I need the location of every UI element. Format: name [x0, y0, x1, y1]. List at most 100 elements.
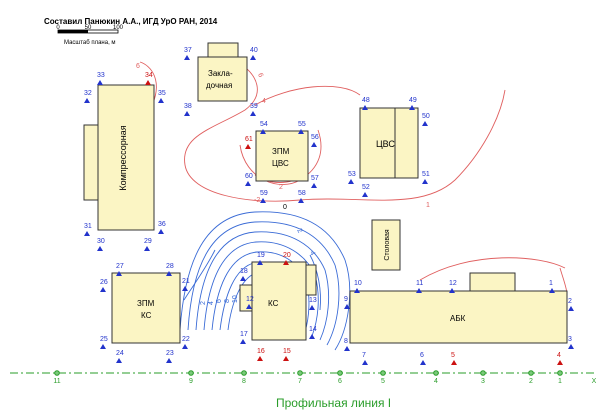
point-label: 57: [311, 175, 319, 182]
point-marker: [100, 287, 106, 292]
point-label: 61: [245, 136, 253, 143]
point-marker: [250, 111, 256, 116]
point-marker: [84, 231, 90, 236]
zpm-ks-label-1: ЗПМ: [137, 299, 155, 308]
point-label: 50: [422, 113, 430, 120]
point-marker: [246, 304, 252, 309]
profile-station-label: 8: [242, 378, 246, 385]
point-marker: [451, 360, 457, 365]
point-marker: [344, 304, 350, 309]
point-label: 48: [362, 97, 370, 104]
profile-station-marker: [480, 370, 486, 376]
profile-station-label: 4: [434, 378, 438, 385]
zakladochnaya-label-1: Закла-: [208, 69, 233, 78]
point-marker: [97, 80, 103, 85]
isoline-label: 10: [232, 295, 239, 303]
point-marker: [283, 356, 289, 361]
point-label: 54: [260, 121, 268, 128]
point-label: 30: [97, 238, 105, 245]
profile-station-marker: [557, 370, 563, 376]
point-marker: [184, 111, 190, 116]
point-marker: [344, 346, 350, 351]
point-marker: [362, 105, 368, 110]
point-marker: [298, 198, 304, 203]
profile-station-marker: [297, 370, 303, 376]
profile-station-label: 3: [481, 378, 485, 385]
point-marker: [422, 121, 428, 126]
point-label: 56: [311, 134, 319, 141]
stolovaya-building: [371, 219, 401, 271]
point-marker: [449, 288, 455, 293]
isoline-label: 0: [283, 204, 287, 211]
scale-tick-0: 0: [56, 25, 60, 31]
point-marker: [97, 246, 103, 251]
point-label: 31: [84, 223, 92, 230]
point-marker: [260, 129, 266, 134]
point-marker: [283, 260, 289, 265]
isoline-label: 1: [426, 202, 430, 209]
point-marker: [240, 276, 246, 281]
point-marker: [158, 229, 164, 234]
point-marker: [309, 305, 315, 310]
scale-tick-50: 50: [85, 25, 92, 31]
point-label: 15: [283, 348, 291, 355]
profile-station-marker: [433, 370, 439, 376]
point-marker: [568, 344, 574, 349]
profile-station-marker: [337, 370, 343, 376]
point-marker: [568, 306, 574, 311]
point-marker: [245, 181, 251, 186]
zpm-cvs-label-1: ЗПМ: [272, 147, 290, 156]
point-label: 12: [449, 280, 457, 287]
point-marker: [557, 360, 563, 365]
profile-station-marker: [54, 370, 60, 376]
isoline-label: 8: [224, 299, 231, 303]
point-label: 17: [240, 331, 248, 338]
point-label: 40: [250, 47, 258, 54]
kompressornaya-annex: [83, 124, 99, 201]
profile-station-label: 1: [558, 378, 562, 385]
point-label: 51: [422, 171, 430, 178]
abk-building: [349, 290, 568, 344]
buildings: [83, 42, 568, 344]
point-marker: [240, 339, 246, 344]
point-marker: [250, 55, 256, 60]
profile-station-label: 6: [338, 378, 342, 385]
point-label: 9: [344, 296, 348, 303]
point-label: 59: [260, 190, 268, 197]
isoline-label: -2: [254, 197, 260, 204]
point-marker: [100, 344, 106, 349]
point-label: 29: [144, 238, 152, 245]
point-marker: [144, 246, 150, 251]
point-marker: [116, 358, 122, 363]
isoline-label: 6: [136, 63, 140, 70]
point-label: 2: [568, 298, 572, 305]
point-marker: [549, 288, 555, 293]
point-label: 39: [250, 103, 258, 110]
point-marker: [166, 358, 172, 363]
point-marker: [348, 179, 354, 184]
point-label: 27: [116, 263, 124, 270]
isoline-label: 4: [262, 98, 266, 105]
point-label: 19: [257, 252, 265, 259]
scale-title: Масштаб плана, м: [64, 40, 116, 46]
point-marker: [84, 98, 90, 103]
point-label: 16: [257, 348, 265, 355]
point-label: 20: [283, 252, 291, 259]
point-label: 55: [298, 121, 306, 128]
profile-station-label: X: [592, 378, 597, 385]
point-marker: [260, 198, 266, 203]
point-label: 38: [184, 103, 192, 110]
ks-label: КС: [268, 299, 279, 308]
point-label: 22: [182, 336, 190, 343]
point-marker: [298, 129, 304, 134]
author-caption: Составил Панюкин А.А., ИГД УрО РАН, 2014: [44, 17, 218, 26]
point-label: 60: [245, 173, 253, 180]
stolovaya-label: Столовая: [384, 229, 391, 261]
ks-building: [251, 261, 307, 341]
kompressornaya-label: Компрессорная: [118, 125, 128, 190]
isoline-label: 6: [216, 299, 223, 303]
zakladochnaya-annex: [207, 42, 239, 58]
point-label: 49: [409, 97, 417, 104]
point-label: 6: [420, 352, 424, 359]
